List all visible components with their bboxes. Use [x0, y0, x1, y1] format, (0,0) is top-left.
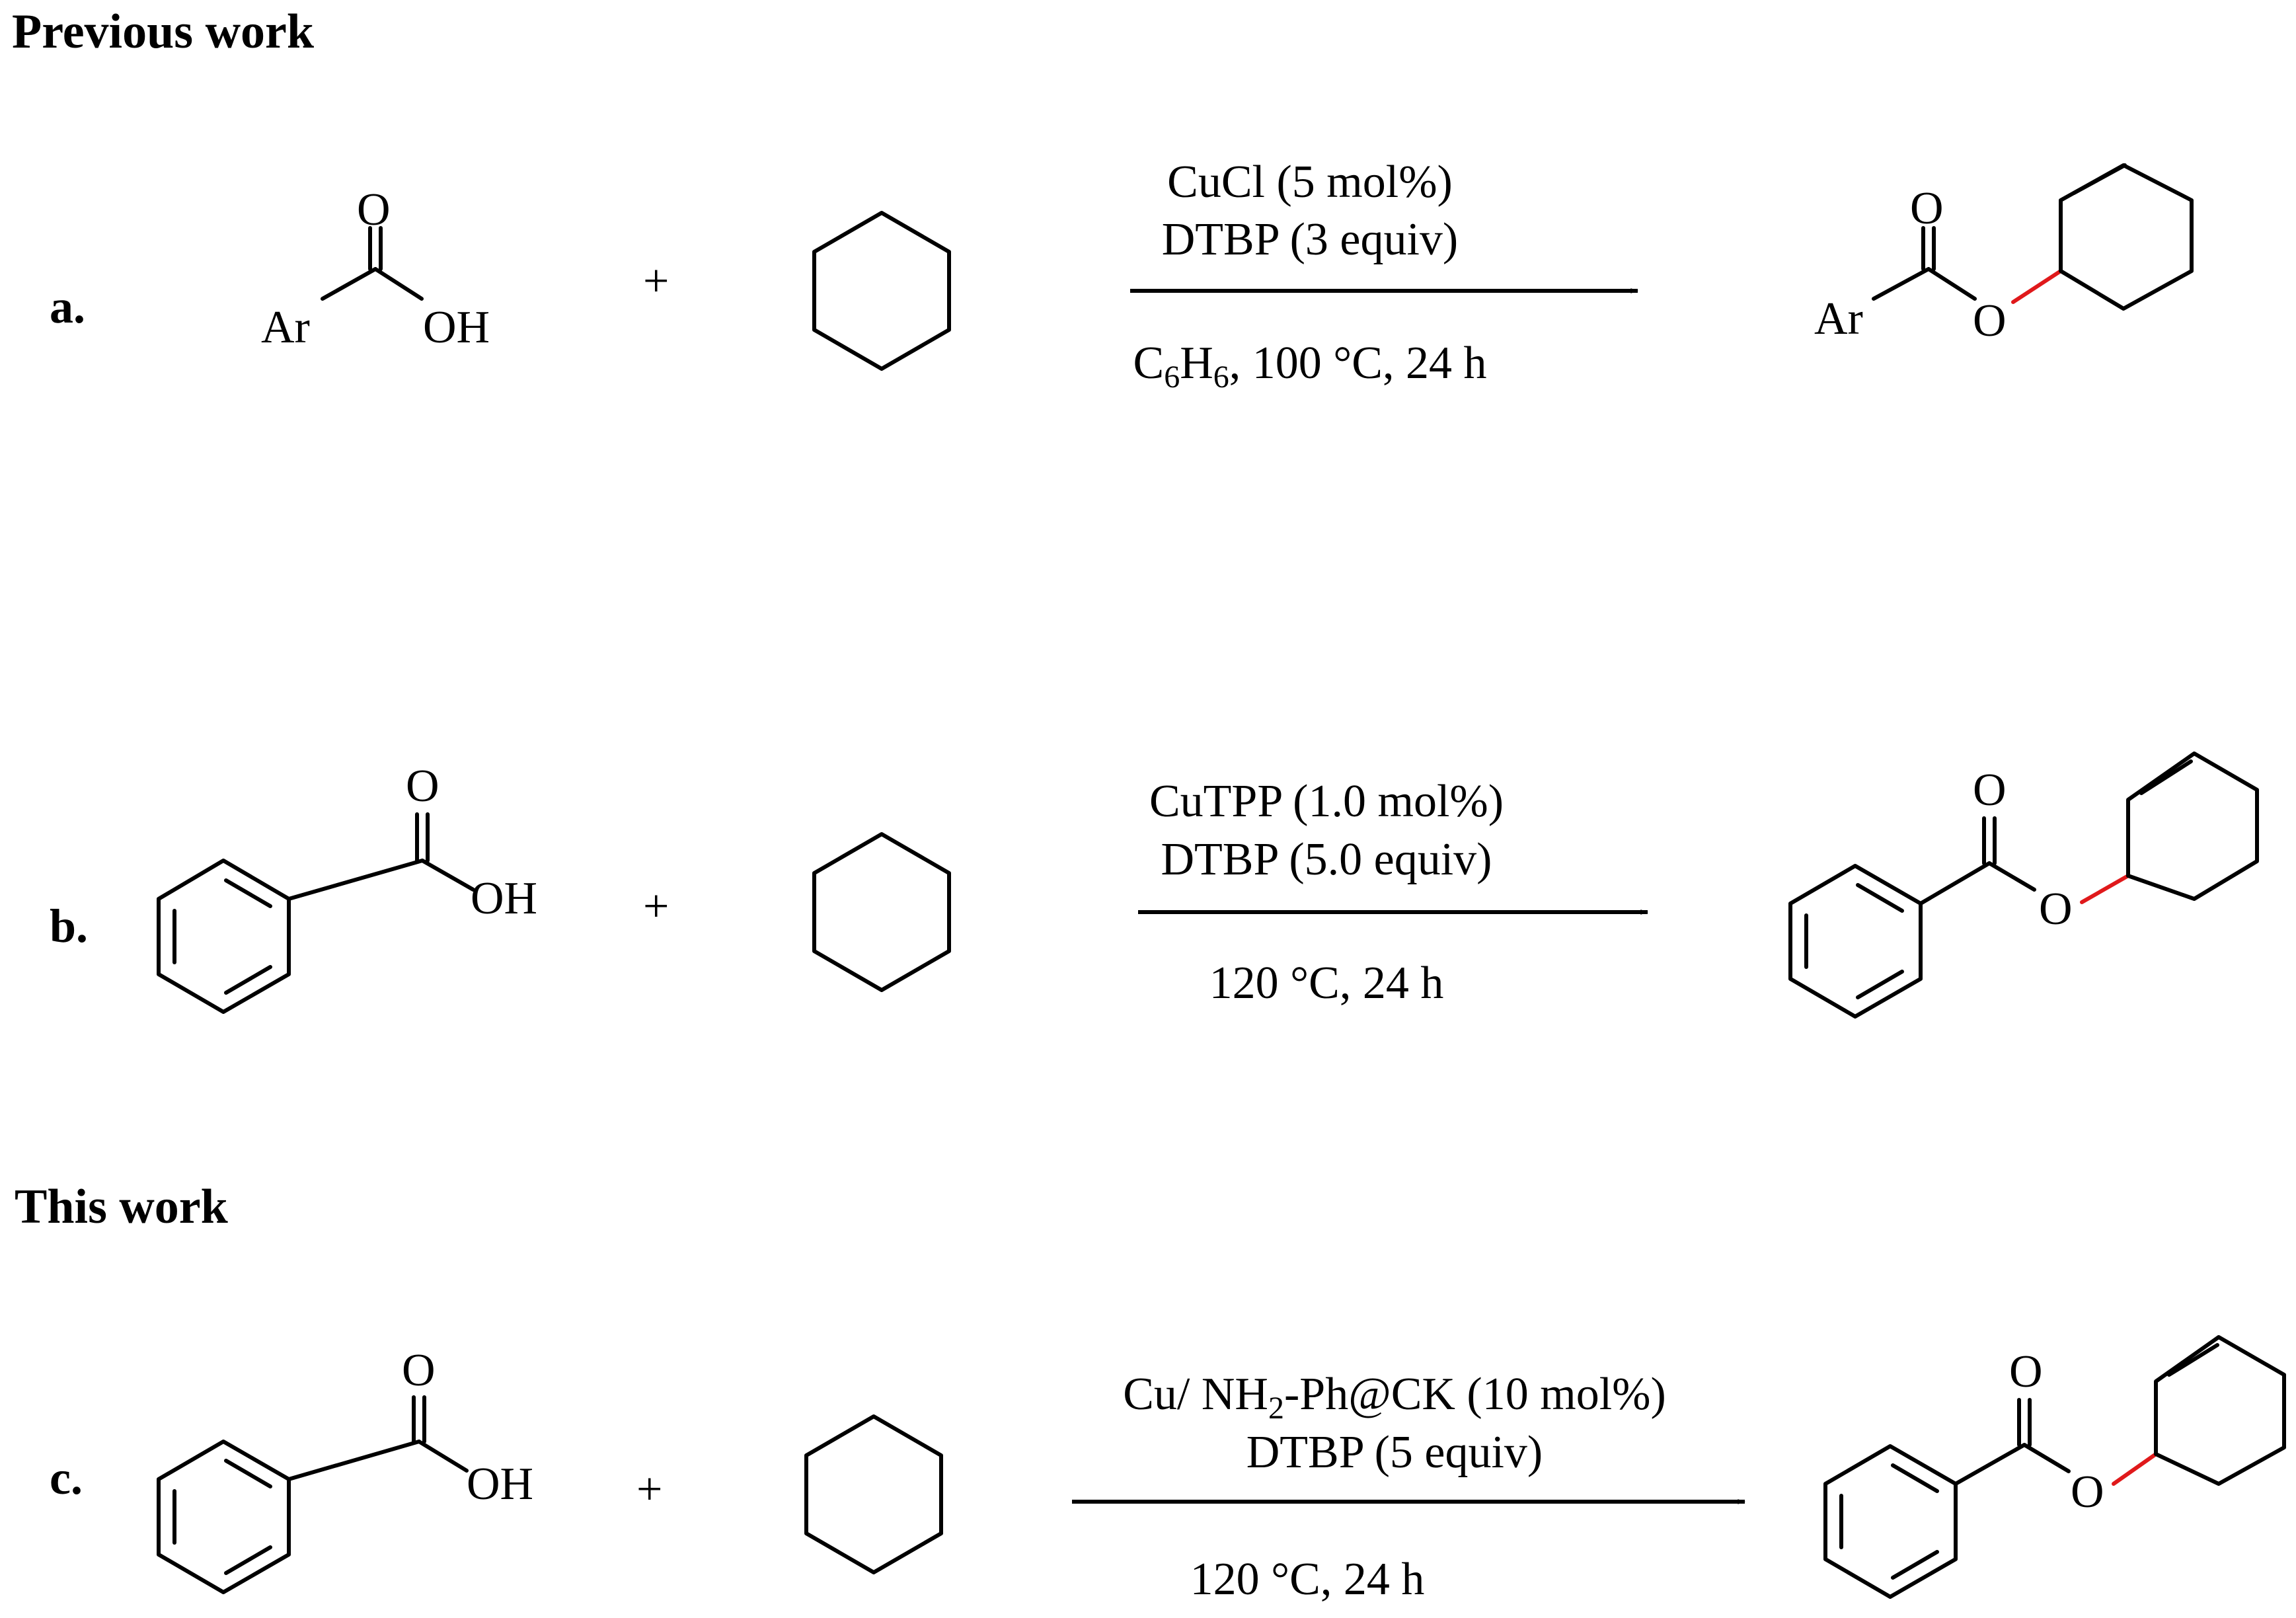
hydroxyl-label: OH: [467, 1459, 533, 1510]
temp-time-text: 120 °C, 24 h: [1209, 958, 1444, 1009]
benzoic-acid: O OH: [157, 761, 537, 1014]
cyclohexane: [812, 211, 951, 371]
benzoic-acid: O OH: [157, 1345, 533, 1594]
carbonyl-oxygen-label: O: [357, 184, 391, 235]
solvent-temp-text: C6H6, 100 °C, 24 h: [1133, 338, 1487, 395]
oxidant-text: DTBP (5 equiv): [1246, 1427, 1543, 1478]
cyclohexenyl-benzoate: O O: [1788, 751, 2259, 1019]
reaction-b: b. O OH + CuTPP (1.0 mol%) DTBP (5.0 equ…: [50, 751, 2259, 1019]
oxidant-text: DTBP (5.0 equiv): [1161, 834, 1492, 885]
hydroxyl-label: OH: [423, 302, 490, 353]
oxidant-text: DTBP (3 equiv): [1162, 214, 1458, 265]
cyclohexane: [804, 1414, 943, 1574]
carbonyl-oxygen-label: O: [1973, 765, 2007, 816]
carbonyl-oxygen-label: O: [2009, 1346, 2043, 1397]
aryl-carboxylic-acid: Ar O OH: [261, 184, 490, 353]
cyclohexenyl-benzoate: O O: [1823, 1335, 2286, 1599]
allylic-ester-product: Ar O O: [1814, 163, 2194, 346]
ester-oxygen-label: O: [1973, 295, 2007, 346]
cyclohexane: [812, 832, 951, 992]
temp-time-text: 120 °C, 24 h: [1190, 1554, 1425, 1605]
ester-oxygen-label: O: [2071, 1467, 2104, 1518]
catalyst-text: Cu/ NH2-Ph@CK (10 mol%): [1123, 1369, 1666, 1426]
ester-oxygen-label: O: [2039, 884, 2073, 935]
catalyst-text: CuCl (5 mol%): [1167, 157, 1453, 208]
aryl-group-label: Ar: [261, 302, 310, 353]
plus-sign: +: [643, 881, 669, 932]
reaction-label-a: a.: [50, 280, 85, 333]
this-work-heading: This work: [15, 1180, 229, 1234]
carbonyl-oxygen-label: O: [1910, 183, 1944, 234]
plus-sign: +: [643, 256, 669, 307]
reaction-label-c: c.: [50, 1451, 83, 1504]
catalyst-text: CuTPP (1.0 mol%): [1149, 776, 1504, 827]
aryl-group-label: Ar: [1814, 293, 1863, 344]
new-c-o-bond: [2011, 269, 2063, 304]
hydroxyl-label: OH: [471, 873, 537, 924]
reaction-a: a. Ar O OH + CuCl (5 mol%) DTBP (3 equiv…: [50, 157, 2194, 395]
new-c-o-bond: [2112, 1452, 2158, 1486]
new-c-o-bond: [2080, 874, 2130, 904]
reaction-c: c. O OH + Cu/ NH2-Ph@CK (10 mol%) DTBP (…: [50, 1335, 2286, 1605]
reaction-label-b: b.: [50, 900, 88, 952]
previous-work-heading: Previous work: [12, 5, 315, 59]
carbonyl-oxygen-label: O: [406, 761, 440, 812]
carbonyl-oxygen-label: O: [402, 1345, 436, 1396]
plus-sign: +: [636, 1464, 662, 1515]
